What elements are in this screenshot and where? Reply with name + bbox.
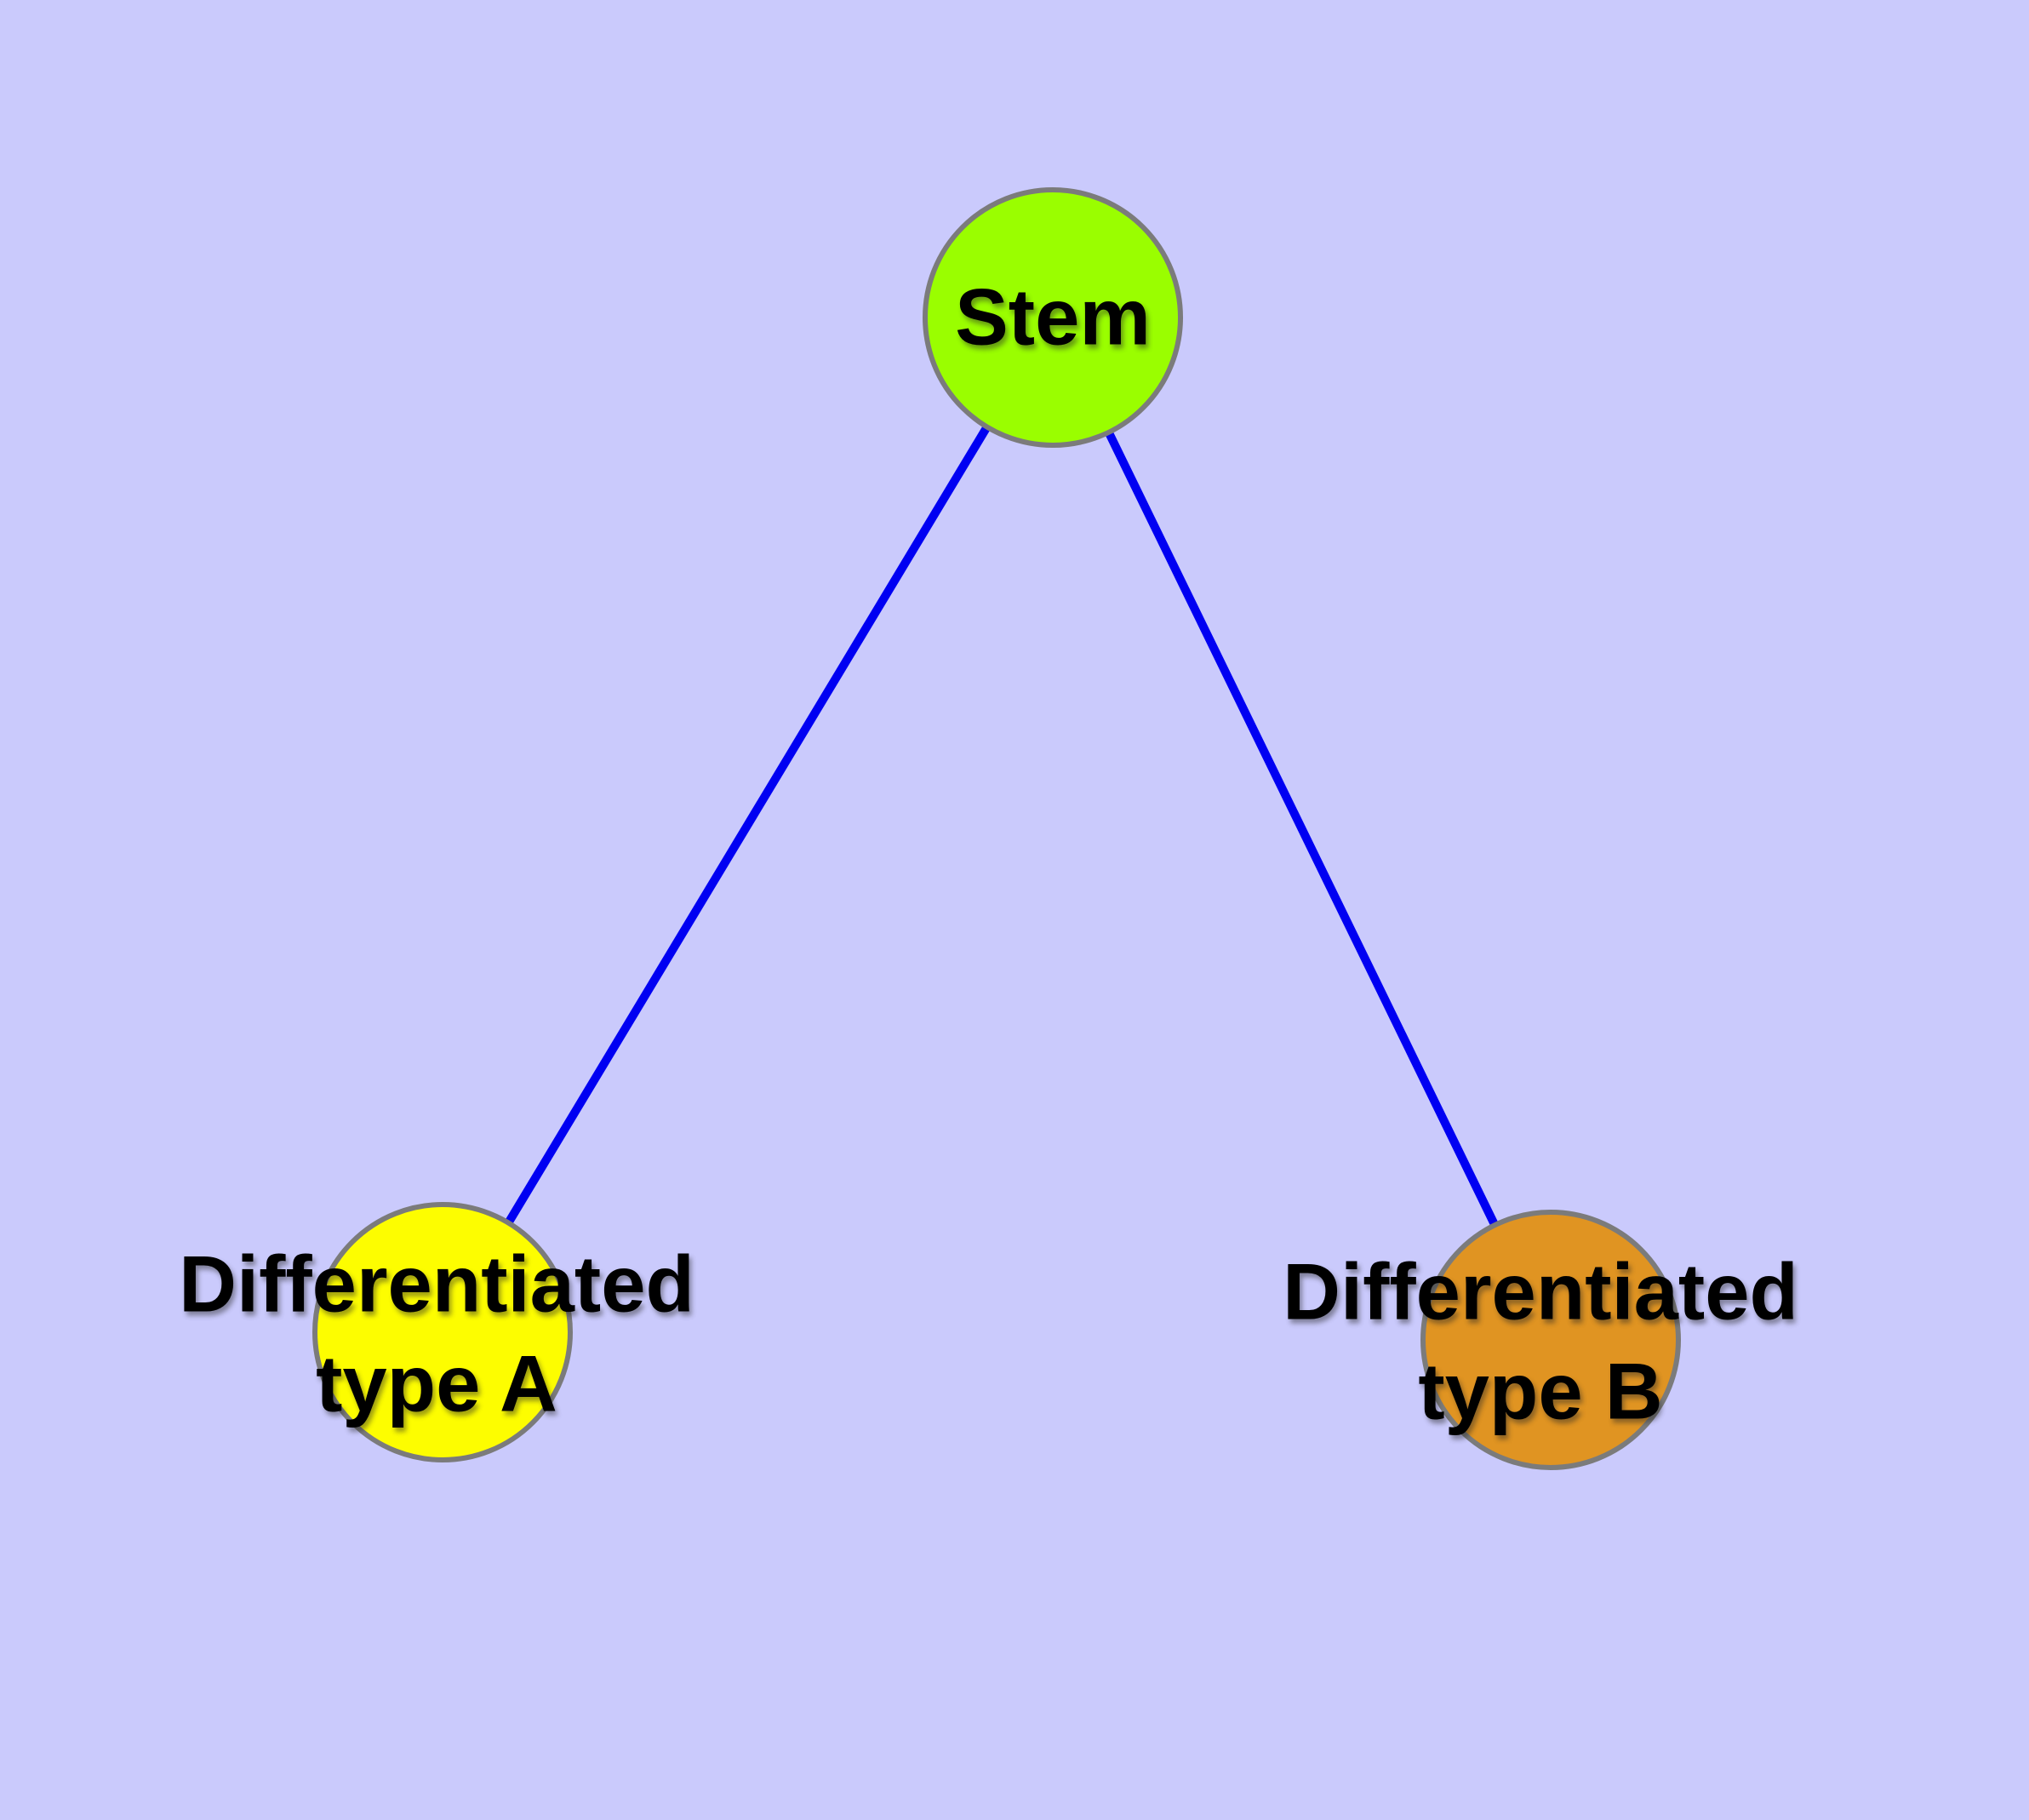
edge-stem-to-type-b	[1049, 315, 1555, 1342]
node-stem-circle	[923, 187, 1183, 448]
node-differentiated-type-a-circle	[312, 1202, 573, 1462]
edge-stem-to-type-a	[438, 315, 1057, 1335]
node-differentiated-type-b-circle	[1420, 1210, 1681, 1470]
